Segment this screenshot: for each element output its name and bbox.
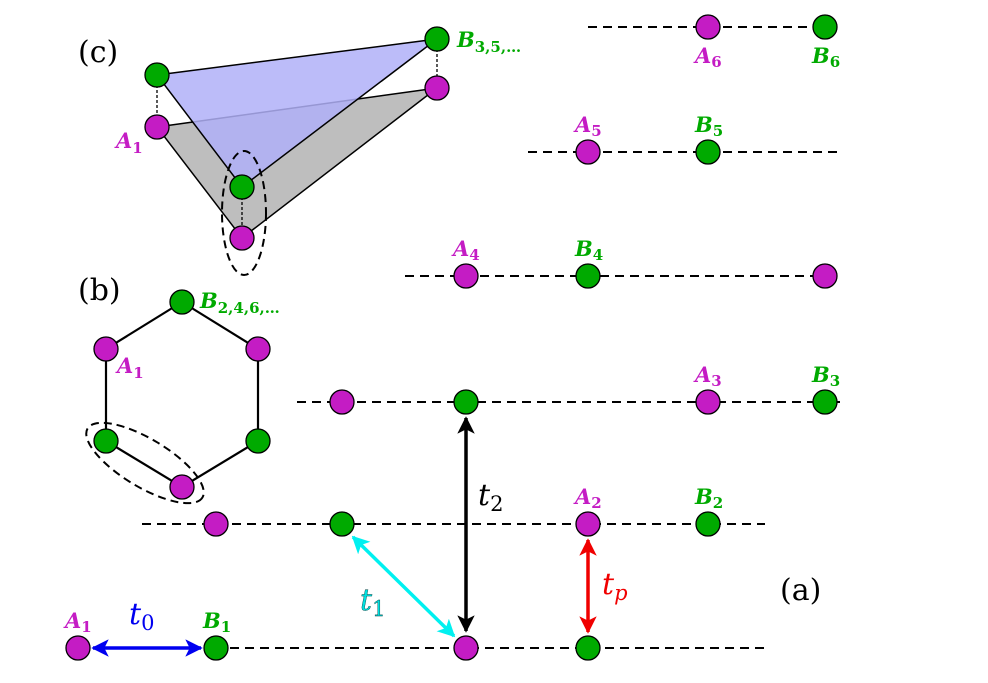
panel-b: (b) A1 B2,4,6,… [78,273,280,505]
site-label-A3: A3 [693,362,722,390]
site-label-A1: A1 [63,608,92,636]
site-A [203,511,229,537]
tp-label: tp [602,567,628,605]
site-B [144,62,170,88]
site-label-B-even: B2,4,6,… [199,288,280,317]
site-B [169,289,195,315]
site-B [329,511,355,537]
site-B [93,428,119,454]
site-A [329,389,355,415]
layer-6: A6 B6 [588,14,840,71]
site-A [65,635,91,661]
site-label-A1: A1 [114,128,143,157]
site-A [93,336,119,362]
site-label-B1: B1 [202,608,231,636]
site-B [695,511,721,537]
t2-label: t2 [478,478,503,516]
dimer-ellipse [85,421,205,505]
site-A [245,336,271,362]
site-A [575,511,601,537]
site-A [695,14,721,40]
site-B [695,139,721,165]
panel-c: (c) A1 B3,5,… [78,26,521,276]
site-B [453,389,479,415]
site-A [144,114,170,140]
layer-1: A1 B1 [63,608,770,661]
site-A [575,139,601,165]
site-B [424,26,450,52]
site-label-A6: A6 [693,43,722,71]
t1-label: t1 [360,583,385,621]
layer-5: A5 B5 [528,112,840,165]
panel-label-c: (c) [78,35,118,70]
site-label-B2: B2 [694,484,723,512]
panel-label-a: (a) [780,573,821,608]
hexagon-ring [104,300,260,489]
panel-label-b: (b) [78,273,121,308]
site-B [575,263,601,289]
t1-arrow [351,535,456,638]
site-B [575,635,601,661]
site-B [229,174,255,200]
site-label-B6: B6 [811,43,840,71]
layer-2: A2 B2 [142,484,765,537]
site-A [695,389,721,415]
site-A [812,263,838,289]
site-label-A1: A1 [115,353,144,382]
site-label-B-odd: B3,5,… [456,27,521,56]
site-A [169,474,195,500]
layer-4: A4 B4 [405,236,838,289]
site-A [424,75,450,101]
layer-3: A3 B3 [297,362,840,415]
site-label-A4: A4 [451,236,480,264]
site-A [229,225,255,251]
site-B [245,428,271,454]
site-label-A5: A5 [573,112,602,140]
site-label-B5: B5 [694,112,723,140]
site-label-B3: B3 [811,362,840,390]
upper-plane [155,37,440,189]
t0-label: t0 [129,597,154,635]
site-B [812,14,838,40]
site-A [453,635,479,661]
site-label-A2: A2 [573,484,602,512]
site-B [812,389,838,415]
site-label-B4: B4 [574,236,603,264]
site-A [453,263,479,289]
dimer-ellipse [221,150,267,276]
site-B [203,635,229,661]
